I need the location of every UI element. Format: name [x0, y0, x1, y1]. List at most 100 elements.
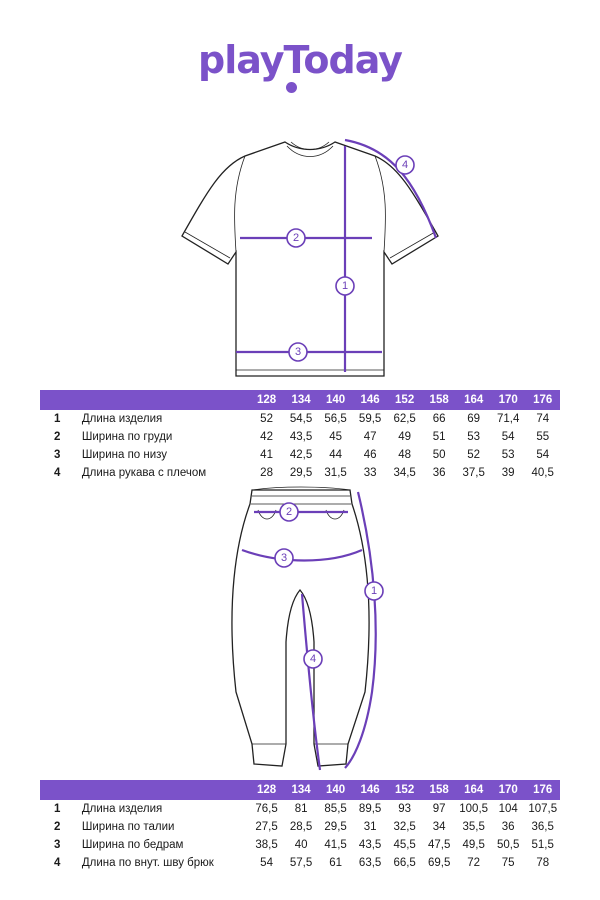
table-cell: 78	[536, 857, 550, 869]
table-cell: 63,5	[358, 857, 382, 869]
svg-text:4: 4	[310, 653, 316, 665]
table-cell: 43,5	[358, 839, 382, 851]
table-cell: 37,5	[462, 467, 485, 479]
table-cell: 34	[432, 821, 446, 833]
table-cell: 54	[536, 449, 550, 461]
table-cell: 54	[260, 857, 273, 869]
table-cell: 36	[501, 821, 515, 833]
table-cell: 69	[467, 413, 481, 425]
size-header: 140	[318, 780, 353, 800]
table-cell: 75	[501, 857, 515, 869]
table-cell: 66	[432, 413, 446, 425]
table-cell: 97	[432, 803, 446, 815]
row-label: Длина изделия	[81, 413, 163, 425]
tshirt-marker-4: 4	[395, 155, 415, 175]
table-cell: 35,5	[462, 821, 485, 833]
row-number: 1	[54, 413, 61, 425]
tshirt-diagram: 1 2 3 4	[181, 138, 439, 377]
row-number: 3	[54, 839, 61, 851]
table-cell: 33	[363, 467, 377, 479]
size-header: 146	[352, 390, 388, 410]
pants-marker-2: 2	[279, 502, 299, 522]
svg-text:3: 3	[281, 552, 287, 564]
table-cell: 28	[260, 467, 273, 479]
table-cell: 32,5	[393, 821, 416, 833]
size-header: 176	[525, 390, 560, 410]
table-cell: 49,5	[462, 839, 485, 851]
table-cell: 31,5	[324, 467, 347, 479]
tshirt-marker-1: 1	[335, 276, 355, 296]
brand-logo: playToday	[198, 38, 403, 82]
size-header: 164	[456, 390, 491, 410]
table-row: 1 Длина изделия 76,5 81 85,5 89,5 93 97 …	[40, 800, 560, 818]
table-cell: 62,5	[393, 413, 416, 425]
table-cell: 54,5	[289, 413, 313, 425]
table-cell: 54	[501, 431, 515, 443]
svg-text:2: 2	[286, 506, 292, 518]
row-number: 2	[54, 821, 61, 833]
svg-text:1: 1	[342, 280, 348, 292]
table-cell: 76,5	[255, 803, 278, 815]
size-header: 152	[387, 390, 422, 410]
size-header: 170	[490, 780, 526, 800]
table-cell: 51,5	[531, 839, 554, 851]
pants-measure-lines	[241, 491, 377, 771]
size-header: 128	[249, 390, 284, 410]
row-label: Ширина по низу	[81, 449, 168, 461]
table-cell: 49	[398, 431, 412, 443]
table-cell: 43,5	[289, 431, 313, 443]
table-cell: 100,5	[459, 803, 489, 815]
pants-outline	[231, 486, 370, 767]
table-cell: 53	[467, 431, 481, 443]
row-label: Длина рукава с плечом	[81, 467, 207, 479]
table-row: 3 Ширина по бедрам 38,5 40 41,5 43,5 45,…	[40, 836, 560, 854]
table-cell: 52	[467, 449, 481, 461]
table-cell: 29,5	[289, 467, 313, 479]
table-cell: 50	[432, 449, 446, 461]
row-label: Длина изделия	[81, 803, 163, 815]
table-cell: 27,5	[255, 821, 278, 833]
size-header: 146	[352, 780, 388, 800]
tshirt-marker-2: 2	[286, 228, 306, 248]
table-cell: 89,5	[358, 803, 382, 815]
pants-marker-3: 3	[274, 548, 294, 568]
table-cell: 56,5	[324, 413, 347, 425]
table-cell: 29,5	[324, 821, 347, 833]
table-row: 2 Ширина по талии 27,5 28,5 29,5 31 32,5…	[40, 818, 560, 836]
table-cell: 41,5	[324, 839, 347, 851]
row-number: 1	[54, 803, 61, 815]
table-cell: 41	[260, 449, 273, 461]
pants-marker-1: 1	[364, 581, 384, 601]
size-header: 140	[318, 390, 353, 410]
table-cell: 74	[536, 413, 550, 425]
svg-text:4: 4	[402, 159, 408, 171]
pants-diagram: 1 2 3 4	[231, 486, 384, 771]
row-number: 4	[54, 467, 61, 479]
size-header: 158	[421, 390, 457, 410]
table-cell: 36	[432, 467, 446, 479]
size-header: 176	[525, 780, 560, 800]
size-header: 164	[456, 780, 491, 800]
table-cell: 55	[536, 431, 550, 443]
table-row: 2 Ширина по груди 42 43,5 45 47 49 51 53…	[40, 428, 560, 446]
size-header: 152	[387, 780, 422, 800]
pants-table-header: 128 134 140 146 152 158 164 170 176	[40, 780, 560, 800]
table-cell: 72	[467, 857, 481, 869]
size-header: 158	[421, 780, 457, 800]
tshirt-table-header: 128 134 140 146 152 158 164 170 176	[40, 390, 560, 410]
table-cell: 47	[363, 431, 377, 443]
svg-text:1: 1	[371, 585, 377, 597]
row-label: Длина по внут. шву брюк	[81, 857, 214, 869]
table-cell: 69,5	[427, 857, 451, 869]
table-cell: 104	[498, 803, 518, 815]
table-cell: 66,5	[393, 857, 416, 869]
table-cell: 107,5	[528, 803, 558, 815]
row-label: Ширина по талии	[81, 821, 175, 833]
table-cell: 61	[329, 857, 342, 869]
table-cell: 42,5	[289, 449, 313, 461]
table-cell: 34,5	[393, 467, 416, 479]
tshirt-size-table: 128 134 140 146 152 158 164 170 176 1 Дл…	[40, 390, 560, 482]
size-header: 128	[249, 780, 284, 800]
size-header: 134	[283, 780, 319, 800]
tshirt-marker-3: 3	[288, 342, 308, 362]
